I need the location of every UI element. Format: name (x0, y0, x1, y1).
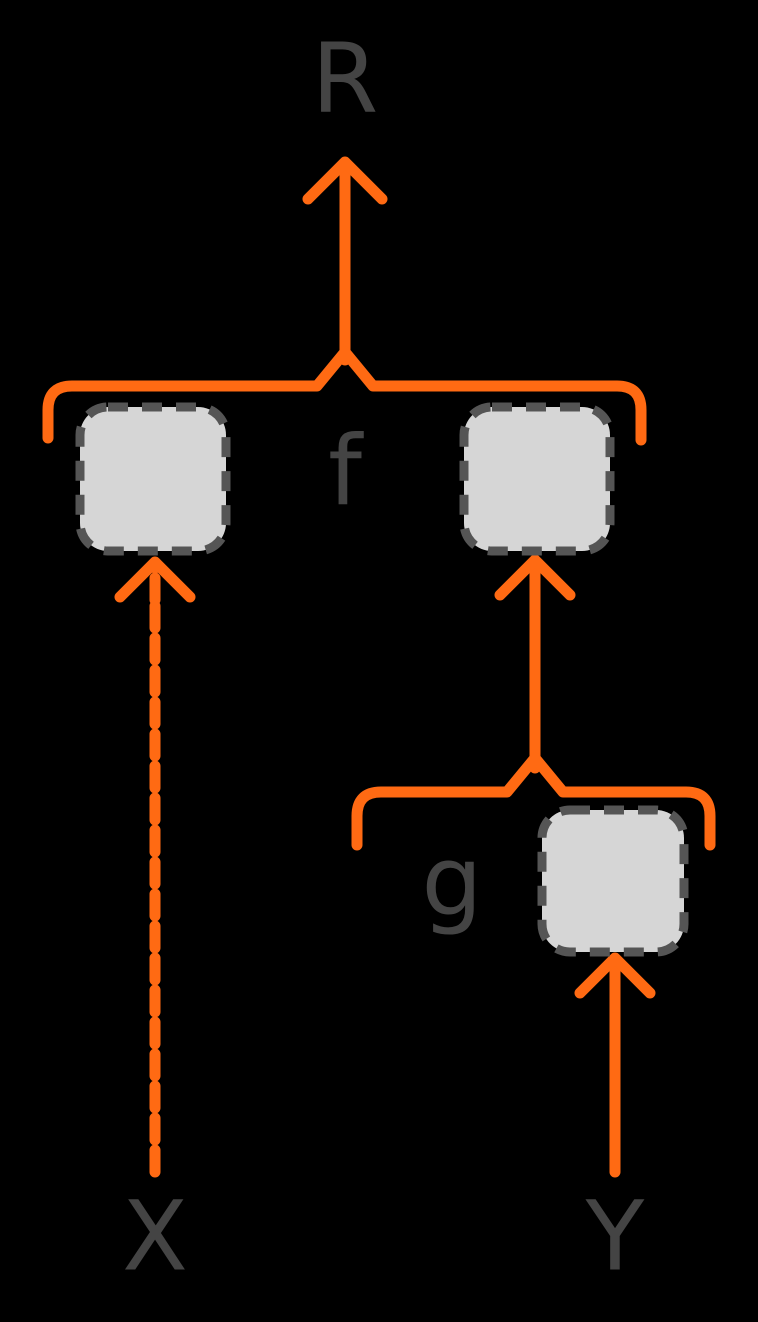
edge-g-to-f-arg-right-arrowhead (494, 554, 576, 601)
label-function-f: f (328, 415, 364, 527)
node-box-f-arg-right[interactable] (459, 402, 615, 556)
label-input-left: X (122, 1180, 188, 1292)
label-input-right: Y (585, 1180, 645, 1292)
edge-input-right-to-g-arg (574, 952, 656, 1178)
edge-input-left-to-f-arg-left (114, 556, 196, 1178)
edge-f-to-output (302, 156, 388, 366)
edge-input-left-arrowhead (114, 556, 196, 603)
edge-g-to-f-arg-right (494, 554, 576, 774)
label-output: R (312, 22, 379, 134)
edge-input-right-arrowhead (574, 952, 656, 999)
node-box-f-arg-left[interactable] (75, 402, 231, 556)
brace-f (42, 346, 647, 446)
label-function-g: g (422, 825, 483, 937)
brace-g (351, 752, 716, 851)
node-box-g-arg[interactable] (537, 805, 689, 957)
edge-f-to-output-arrowhead (302, 156, 388, 205)
